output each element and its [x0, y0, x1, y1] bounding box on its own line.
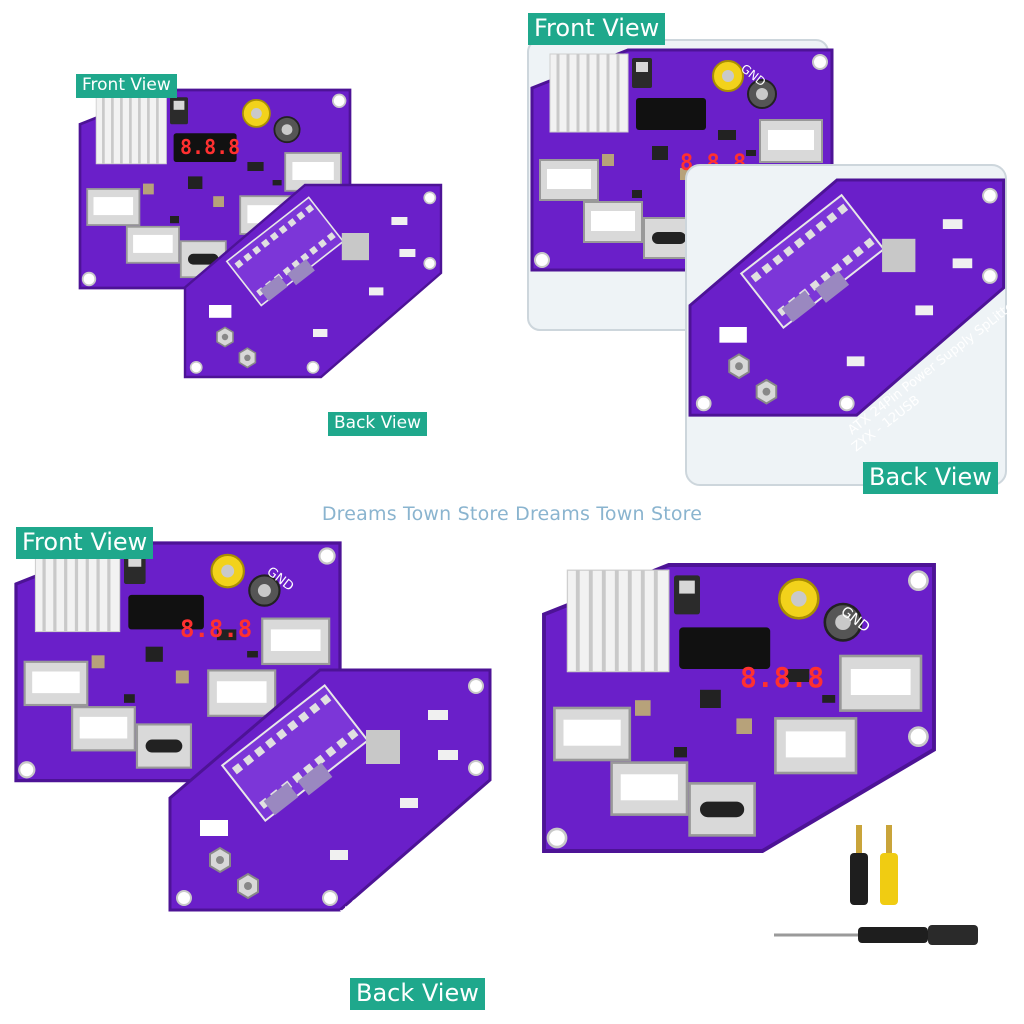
panel-bottom-left: 8.8.8 GND ATX 24Pin Power Supply SpLitte… [10, 525, 510, 1015]
screwdriver-icon [774, 925, 978, 945]
display-digits: 8.8.8 [180, 615, 252, 643]
panel-top-left: 8.8.8 ATX 24Pin Power Supply SpLitter ZY… [60, 70, 460, 450]
display-digits: 8.8.8 [180, 135, 240, 159]
banana-plug-yellow-icon [880, 825, 898, 905]
board-photo-top-left: 8.8.8 ATX 24Pin Power Supply SpLitter ZY… [78, 88, 460, 402]
back-view-label: Back View [350, 978, 485, 1010]
board-photo-bottom-right: 8.8.8 GND [542, 563, 978, 945]
panel-bottom-right: 8.8.8 GND [540, 555, 980, 955]
store-watermark: Dreams Town Store Dreams Town Store [321, 503, 703, 525]
back-view-label: Back View [328, 412, 428, 436]
display-digits: 8.8.8 [740, 661, 824, 694]
back-view-label: Back View [863, 462, 998, 494]
banana-plug-black-icon [850, 825, 868, 905]
panel-top-right: 8.8.8 GND ATX 24Pin Power Supply SpLitte… [520, 10, 1020, 500]
front-view-label: Front View [16, 527, 154, 559]
front-view-label: Front View [76, 74, 177, 98]
front-view-label: Front View [528, 13, 666, 45]
board-photo-bottom-left: 8.8.8 GND ATX 24Pin Power Supply SpLitte… [14, 541, 510, 952]
board-photo-top-right: 8.8.8 GND ATX 24Pin Power Supply SpLitte… [527, 39, 1020, 486]
